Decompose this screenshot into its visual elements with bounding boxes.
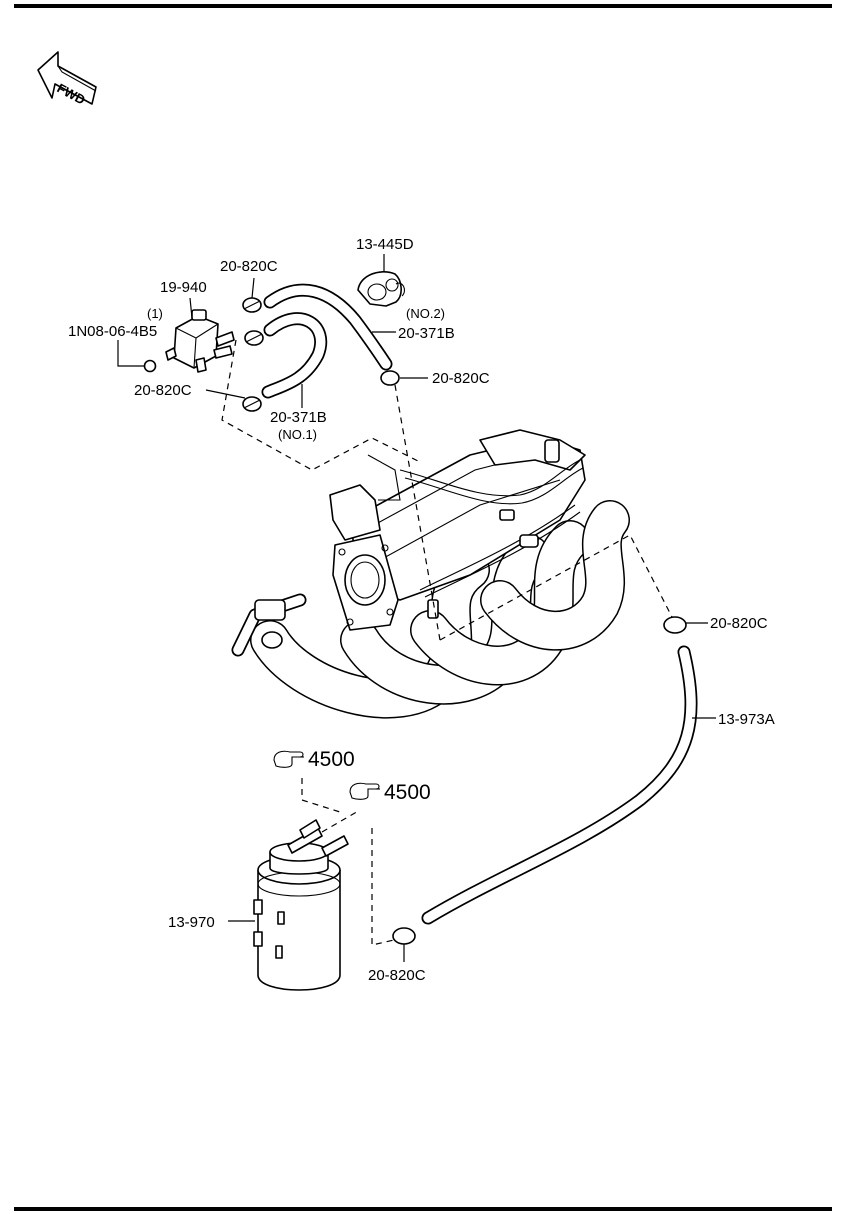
label-20-820c-left-mid: 20-820C <box>134 382 192 399</box>
fwd-arrow-icon: FWD <box>37 51 97 108</box>
vacuum-hoses <box>242 283 400 412</box>
connection-lines <box>221 339 673 946</box>
leader-lines <box>117 254 716 962</box>
hose-13-973a <box>392 616 698 945</box>
label-20-820c-right-mid: 20-820C <box>710 615 768 632</box>
label-20-820c-top: 20-820C <box>220 258 278 275</box>
label-1n08: 1N08-06-4B5 <box>68 323 157 340</box>
label-4500-b: 4500 <box>384 781 431 804</box>
label-20-820c-right-top: 20-820C <box>432 370 490 387</box>
intake-manifold <box>231 429 630 719</box>
label-qty-1: (1) <box>147 306 163 321</box>
label-20-371b-no2: 20-371B <box>398 325 455 342</box>
pipe-bracket <box>357 271 405 307</box>
nut-icon <box>143 359 157 373</box>
charcoal-canister <box>253 819 349 991</box>
label-19-940: 19-940 <box>160 279 207 296</box>
label-13-973a: 13-973A <box>718 711 775 728</box>
pointing-hand-icon <box>349 782 380 800</box>
label-13-445d: 13-445D <box>356 236 414 253</box>
label-4500-a: 4500 <box>308 748 355 771</box>
label-20-820c-bottom: 20-820C <box>368 967 426 984</box>
label-no1: (NO.1) <box>278 427 317 442</box>
label-20-371b-no1: 20-371B <box>270 409 327 426</box>
solenoid-valve <box>143 309 235 373</box>
label-13-970: 13-970 <box>168 914 215 931</box>
label-no2: (NO.2) <box>406 306 445 321</box>
pointing-hand-icon <box>273 750 304 768</box>
